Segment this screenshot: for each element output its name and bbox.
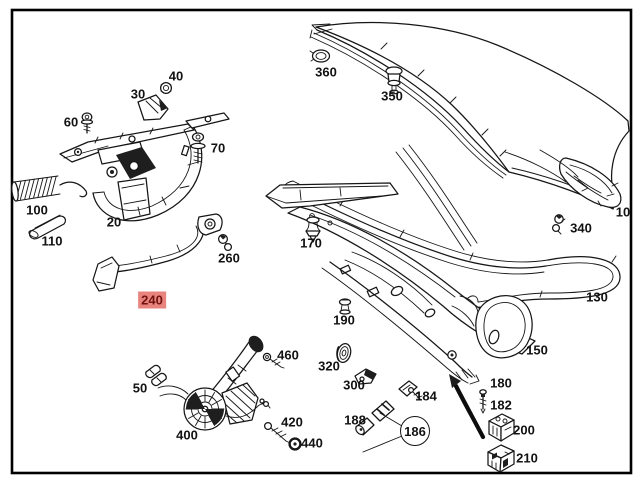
part-label-180[interactable]: 180 [490, 375, 512, 391]
part-label-60[interactable]: 60 [63, 114, 79, 130]
part-label-350[interactable]: 350 [381, 88, 403, 104]
part-label-420[interactable]: 420 [281, 414, 303, 430]
part-label-190[interactable]: 190 [333, 312, 355, 328]
part-label-320[interactable]: 320 [318, 358, 340, 374]
part-label-40[interactable]: 40 [168, 68, 184, 84]
part-label-110[interactable]: 110 [41, 233, 63, 249]
part-label-360[interactable]: 360 [315, 64, 337, 80]
trunk-lid-drawing [309, 21, 630, 210]
part-label-210[interactable]: 210 [516, 450, 538, 466]
part-label-300[interactable]: 300 [343, 377, 365, 393]
part-label-150[interactable]: 150 [526, 342, 548, 358]
part-label-260[interactable]: 260 [218, 250, 240, 266]
part-label-170[interactable]: 170 [300, 235, 322, 251]
part-label-30[interactable]: 30 [130, 86, 146, 102]
part-label-460[interactable]: 460 [277, 347, 299, 363]
strut-240-drawing [92, 213, 223, 292]
part-label-100[interactable]: 100 [26, 202, 48, 218]
inner-panel-drawing [265, 182, 536, 385]
small-parts-drawing [217, 49, 566, 473]
part-label-10[interactable]: 10 [615, 204, 631, 220]
part-label-200[interactable]: 200 [513, 422, 535, 438]
part-label-440[interactable]: 440 [301, 435, 323, 451]
part-label-50[interactable]: 50 [132, 380, 148, 396]
part-label-186[interactable]: 186 [400, 416, 430, 446]
pointer-arrow [449, 374, 486, 440]
lock-mechanism-drawing [145, 335, 271, 431]
part-label-70[interactable]: 70 [210, 140, 226, 156]
part-label-188[interactable]: 188 [344, 412, 366, 428]
part-label-184[interactable]: 184 [415, 388, 437, 404]
hinge-assembly-drawing [11, 81, 230, 240]
part-label-400[interactable]: 400 [176, 427, 198, 443]
part-label-240[interactable]: 240 [138, 291, 166, 309]
part-label-20[interactable]: 20 [106, 214, 122, 230]
part-label-340[interactable]: 340 [570, 220, 592, 236]
handle-drawing [451, 295, 533, 359]
part-label-182[interactable]: 182 [490, 397, 512, 413]
part-label-130[interactable]: 130 [586, 289, 608, 305]
